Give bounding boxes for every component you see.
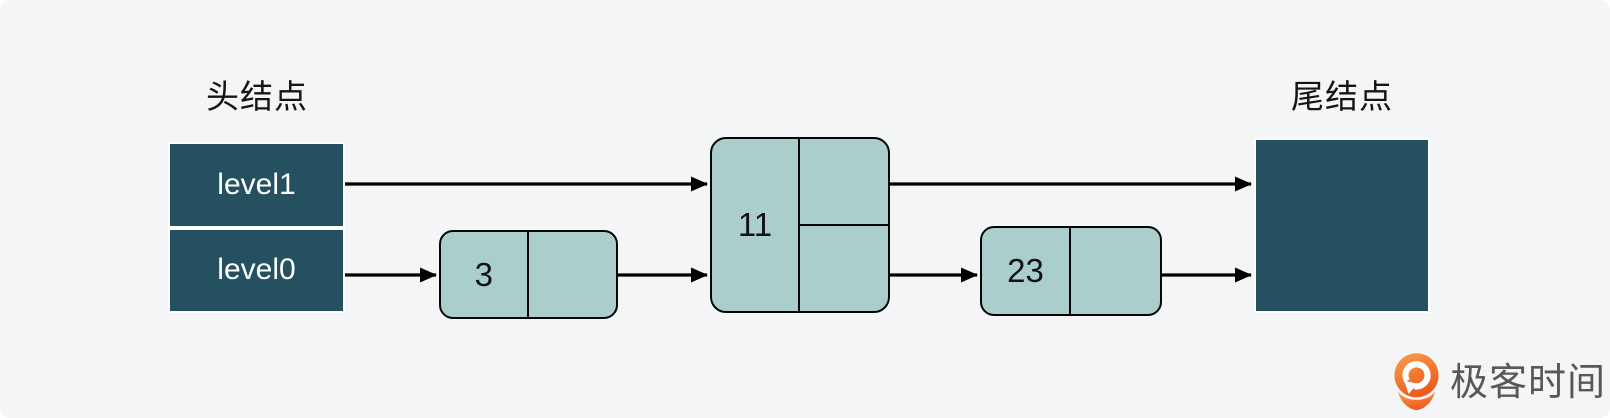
node-3-value: 3 bbox=[441, 232, 529, 317]
head-node-label: 头结点 bbox=[206, 78, 308, 115]
tail-node-label: 尾结点 bbox=[1291, 78, 1393, 115]
head-level0-label: level0 bbox=[217, 253, 296, 287]
node-11-level1-pointer-cell bbox=[800, 139, 888, 226]
geektime-logo-text: 极客时间 bbox=[1450, 362, 1607, 404]
geektime-pin-arrow-icon bbox=[1394, 352, 1439, 410]
head-level1-cell: level1 bbox=[170, 144, 343, 226]
head-node: level1 level0 bbox=[168, 142, 345, 313]
node-11-pointer-column bbox=[800, 139, 888, 311]
node-11-value: 11 bbox=[712, 139, 800, 311]
node-3-pointer-cell bbox=[529, 232, 617, 317]
geektime-logo: 极客时间 bbox=[1390, 351, 1606, 411]
node-23-value: 23 bbox=[982, 228, 1071, 314]
node-11: 11 bbox=[710, 137, 890, 313]
node-11-level0-pointer-cell bbox=[800, 226, 888, 311]
head-level0-cell: level0 bbox=[170, 229, 343, 311]
node-3: 3 bbox=[439, 230, 618, 319]
tail-node bbox=[1254, 138, 1430, 313]
node-23-pointer-cell bbox=[1071, 228, 1160, 314]
head-level1-label: level1 bbox=[217, 167, 296, 201]
node-23: 23 bbox=[980, 226, 1162, 316]
